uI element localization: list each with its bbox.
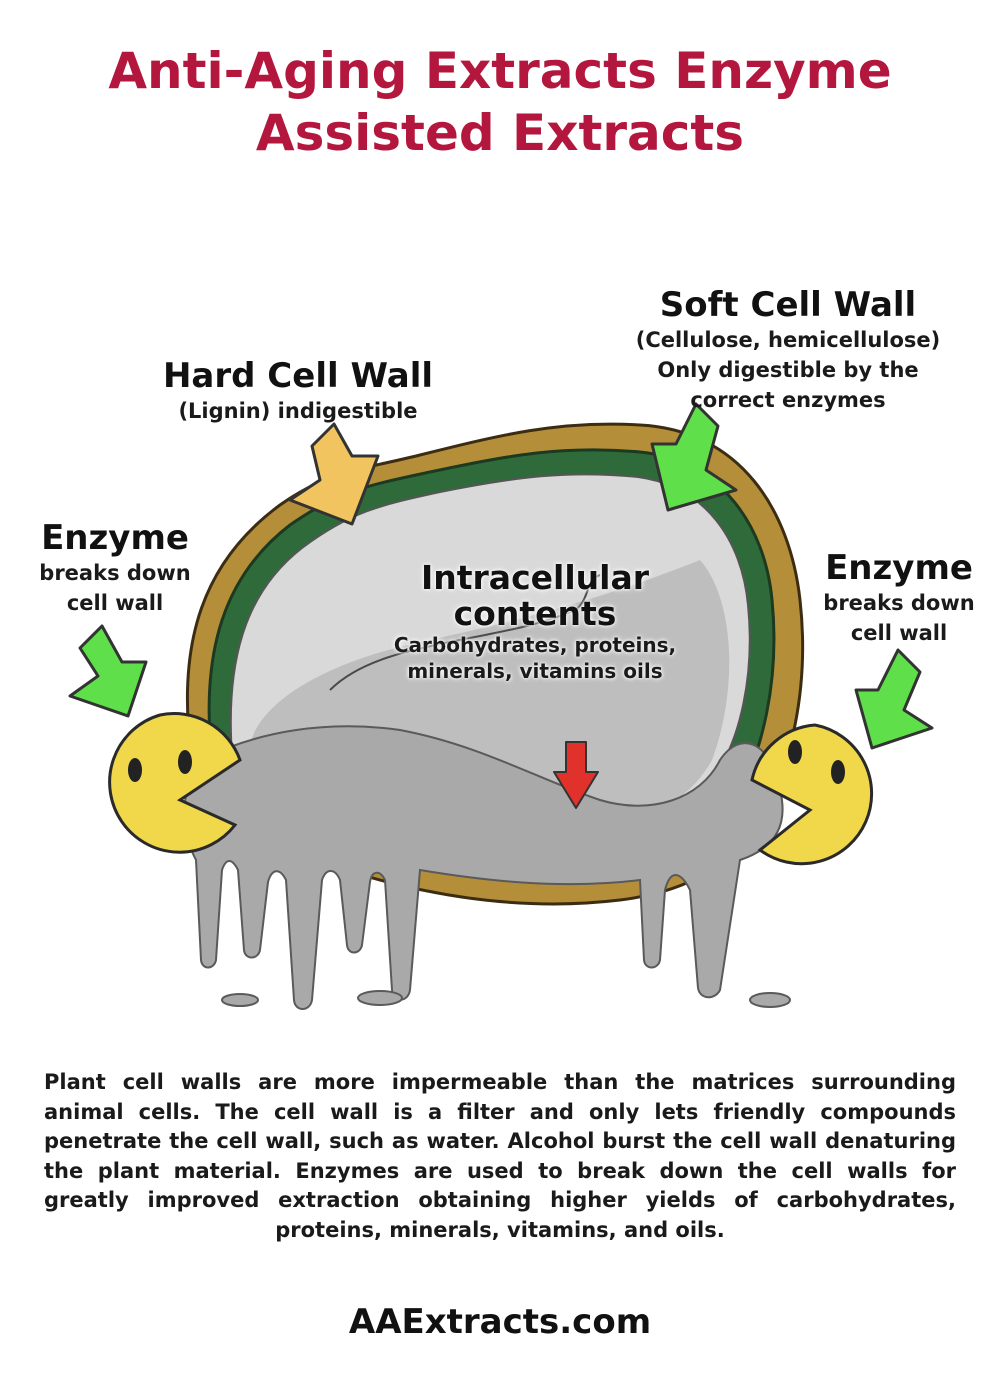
enzyme-right-detail-2: cell wall (850, 621, 948, 645)
label-hard-cell-wall: Hard Cell Wall (Lignin) indigestible (138, 356, 458, 426)
enzyme-left (108, 712, 242, 854)
soft-wall-heading: Soft Cell Wall (659, 285, 917, 325)
soft-wall-detail-1: (Cellulose, hemicellulose) (635, 328, 941, 352)
hard-wall-heading: Hard Cell Wall (162, 356, 434, 396)
label-soft-cell-wall: Soft Cell Wall (Cellulose, hemicellulose… (598, 285, 978, 415)
label-enzyme-right: Enzyme breaks down cell wall (794, 548, 1000, 648)
label-intracellular-contents: Intracellular contents Carbohydrates, pr… (340, 560, 730, 684)
enzyme-right-arrow-icon (854, 648, 934, 750)
soft-wall-detail-3: correct enzymes (690, 388, 886, 412)
title-line-2: Assisted Extracts (255, 104, 745, 162)
contents-arrow-icon (553, 741, 599, 809)
page-title: Anti-Aging Extracts Enzyme Assisted Extr… (0, 40, 1000, 164)
hard-wall-arrow-icon (288, 422, 380, 526)
soft-wall-arrow-icon (650, 402, 738, 512)
footer-website: AAExtracts.com (348, 1302, 652, 1342)
cell-wall-crack (329, 574, 601, 691)
enzyme-right-detail-1: breaks down (823, 591, 975, 615)
description-paragraph: Plant cell walls are more impermeable th… (44, 1070, 956, 1242)
enzyme-left-arrow-icon (68, 624, 148, 718)
intracellular-detail-2: minerals, vitamins oils (407, 659, 663, 683)
enzyme-right (750, 723, 874, 866)
soft-wall-detail-2: Only digestible by the (657, 358, 919, 382)
intracellular-heading-2: contents (453, 594, 617, 633)
enzyme-left-detail-2: cell wall (66, 591, 164, 615)
enzyme-left-heading: Enzyme (41, 518, 189, 558)
label-enzyme-left: Enzyme breaks down cell wall (10, 518, 220, 618)
enzyme-left-detail-1: breaks down (39, 561, 191, 585)
enzyme-right-heading: Enzyme (825, 548, 973, 588)
contents-drips (183, 725, 791, 1010)
intracellular-detail-1: Carbohydrates, proteins, (393, 633, 677, 657)
title-line-1: Anti-Aging Extracts Enzyme (108, 42, 892, 100)
hard-wall-detail: (Lignin) indigestible (178, 399, 418, 423)
intracellular-heading-1: Intracellular (420, 558, 649, 597)
